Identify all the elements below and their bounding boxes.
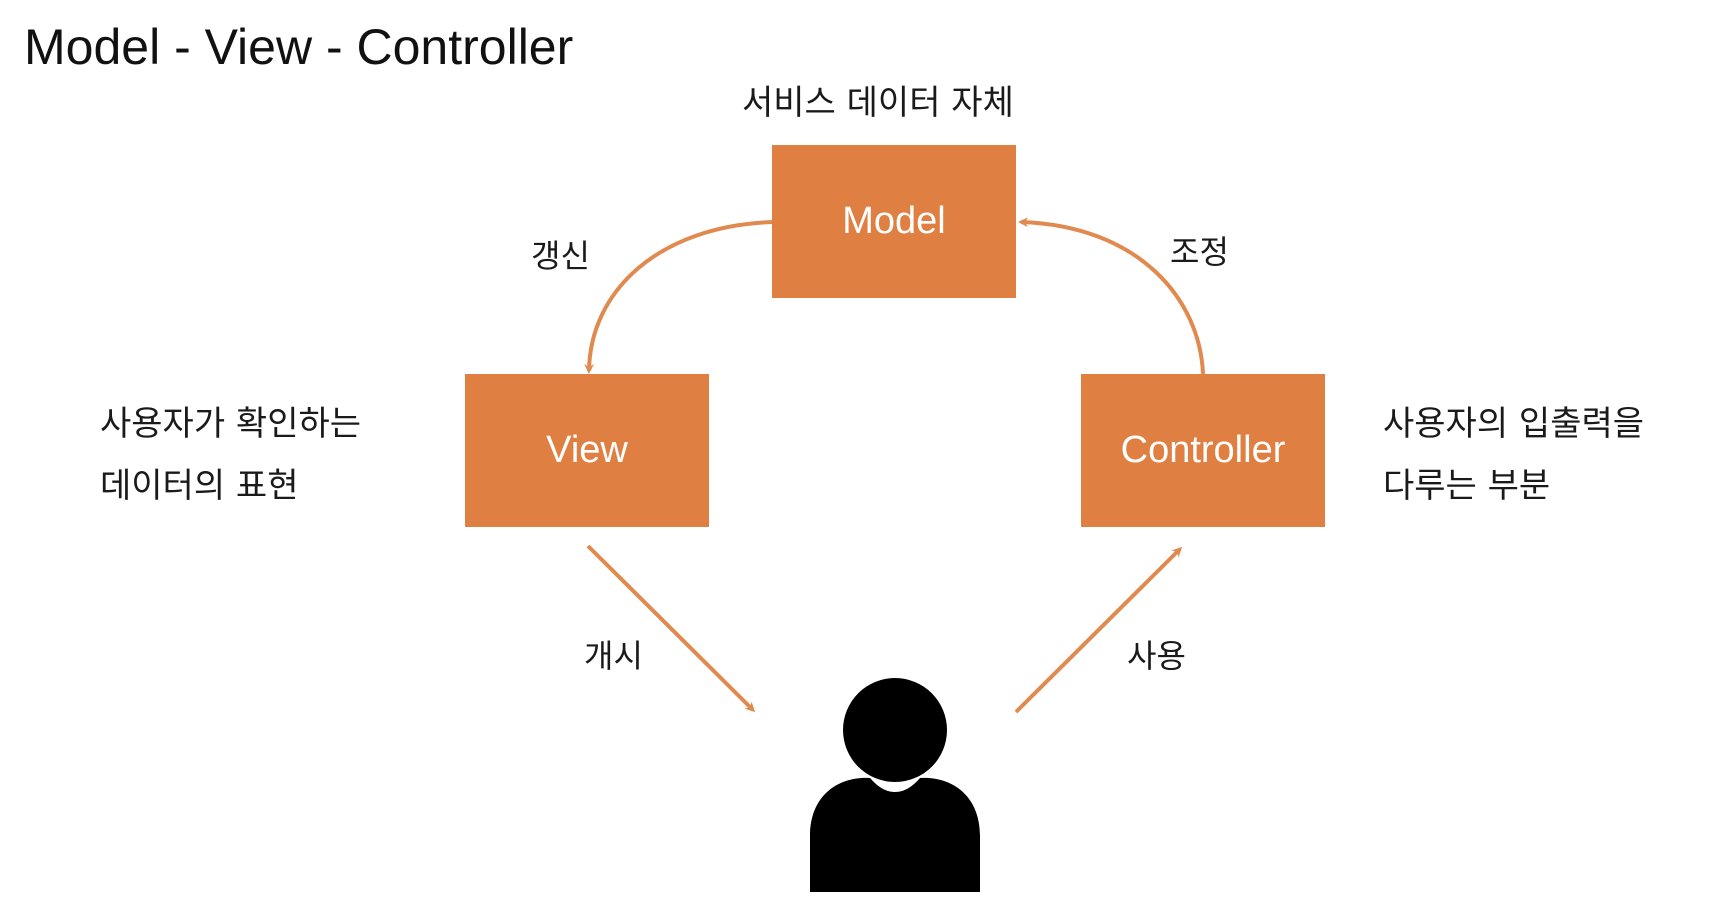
view-box-label: View bbox=[546, 429, 628, 471]
arrow-view-to-user bbox=[586, 544, 756, 713]
controller-box: Controller bbox=[1081, 374, 1325, 527]
controller-description-line1: 사용자의 입출력을 bbox=[1383, 404, 1645, 444]
view-description-line1: 사용자가 확인하는 bbox=[100, 404, 362, 444]
arrow-controller-to-model bbox=[1018, 217, 1205, 375]
model-description: 서비스 데이터 자체 bbox=[742, 83, 1014, 123]
diagram-title: Model - View - Controller bbox=[24, 19, 574, 75]
label-use: 사용 bbox=[1127, 637, 1186, 675]
arrow-model-to-view bbox=[584, 220, 773, 374]
user-icon bbox=[810, 678, 980, 892]
model-box-label: Model bbox=[842, 200, 946, 242]
label-update: 갱신 bbox=[531, 237, 590, 275]
arrow-user-to-controller bbox=[1014, 546, 1183, 714]
view-description-line2: 데이터의 표현 bbox=[100, 466, 299, 506]
view-description: 사용자가 확인하는 데이터의 표현 bbox=[100, 393, 361, 517]
model-box: Model bbox=[772, 145, 1016, 298]
controller-description-line2: 다루는 부분 bbox=[1383, 466, 1551, 506]
controller-box-label: Controller bbox=[1120, 429, 1286, 471]
label-present: 개시 bbox=[584, 637, 643, 675]
controller-description: 사용자의 입출력을 다루는 부분 bbox=[1383, 393, 1644, 517]
view-box: View bbox=[465, 374, 709, 527]
label-adjust: 조정 bbox=[1170, 233, 1229, 271]
